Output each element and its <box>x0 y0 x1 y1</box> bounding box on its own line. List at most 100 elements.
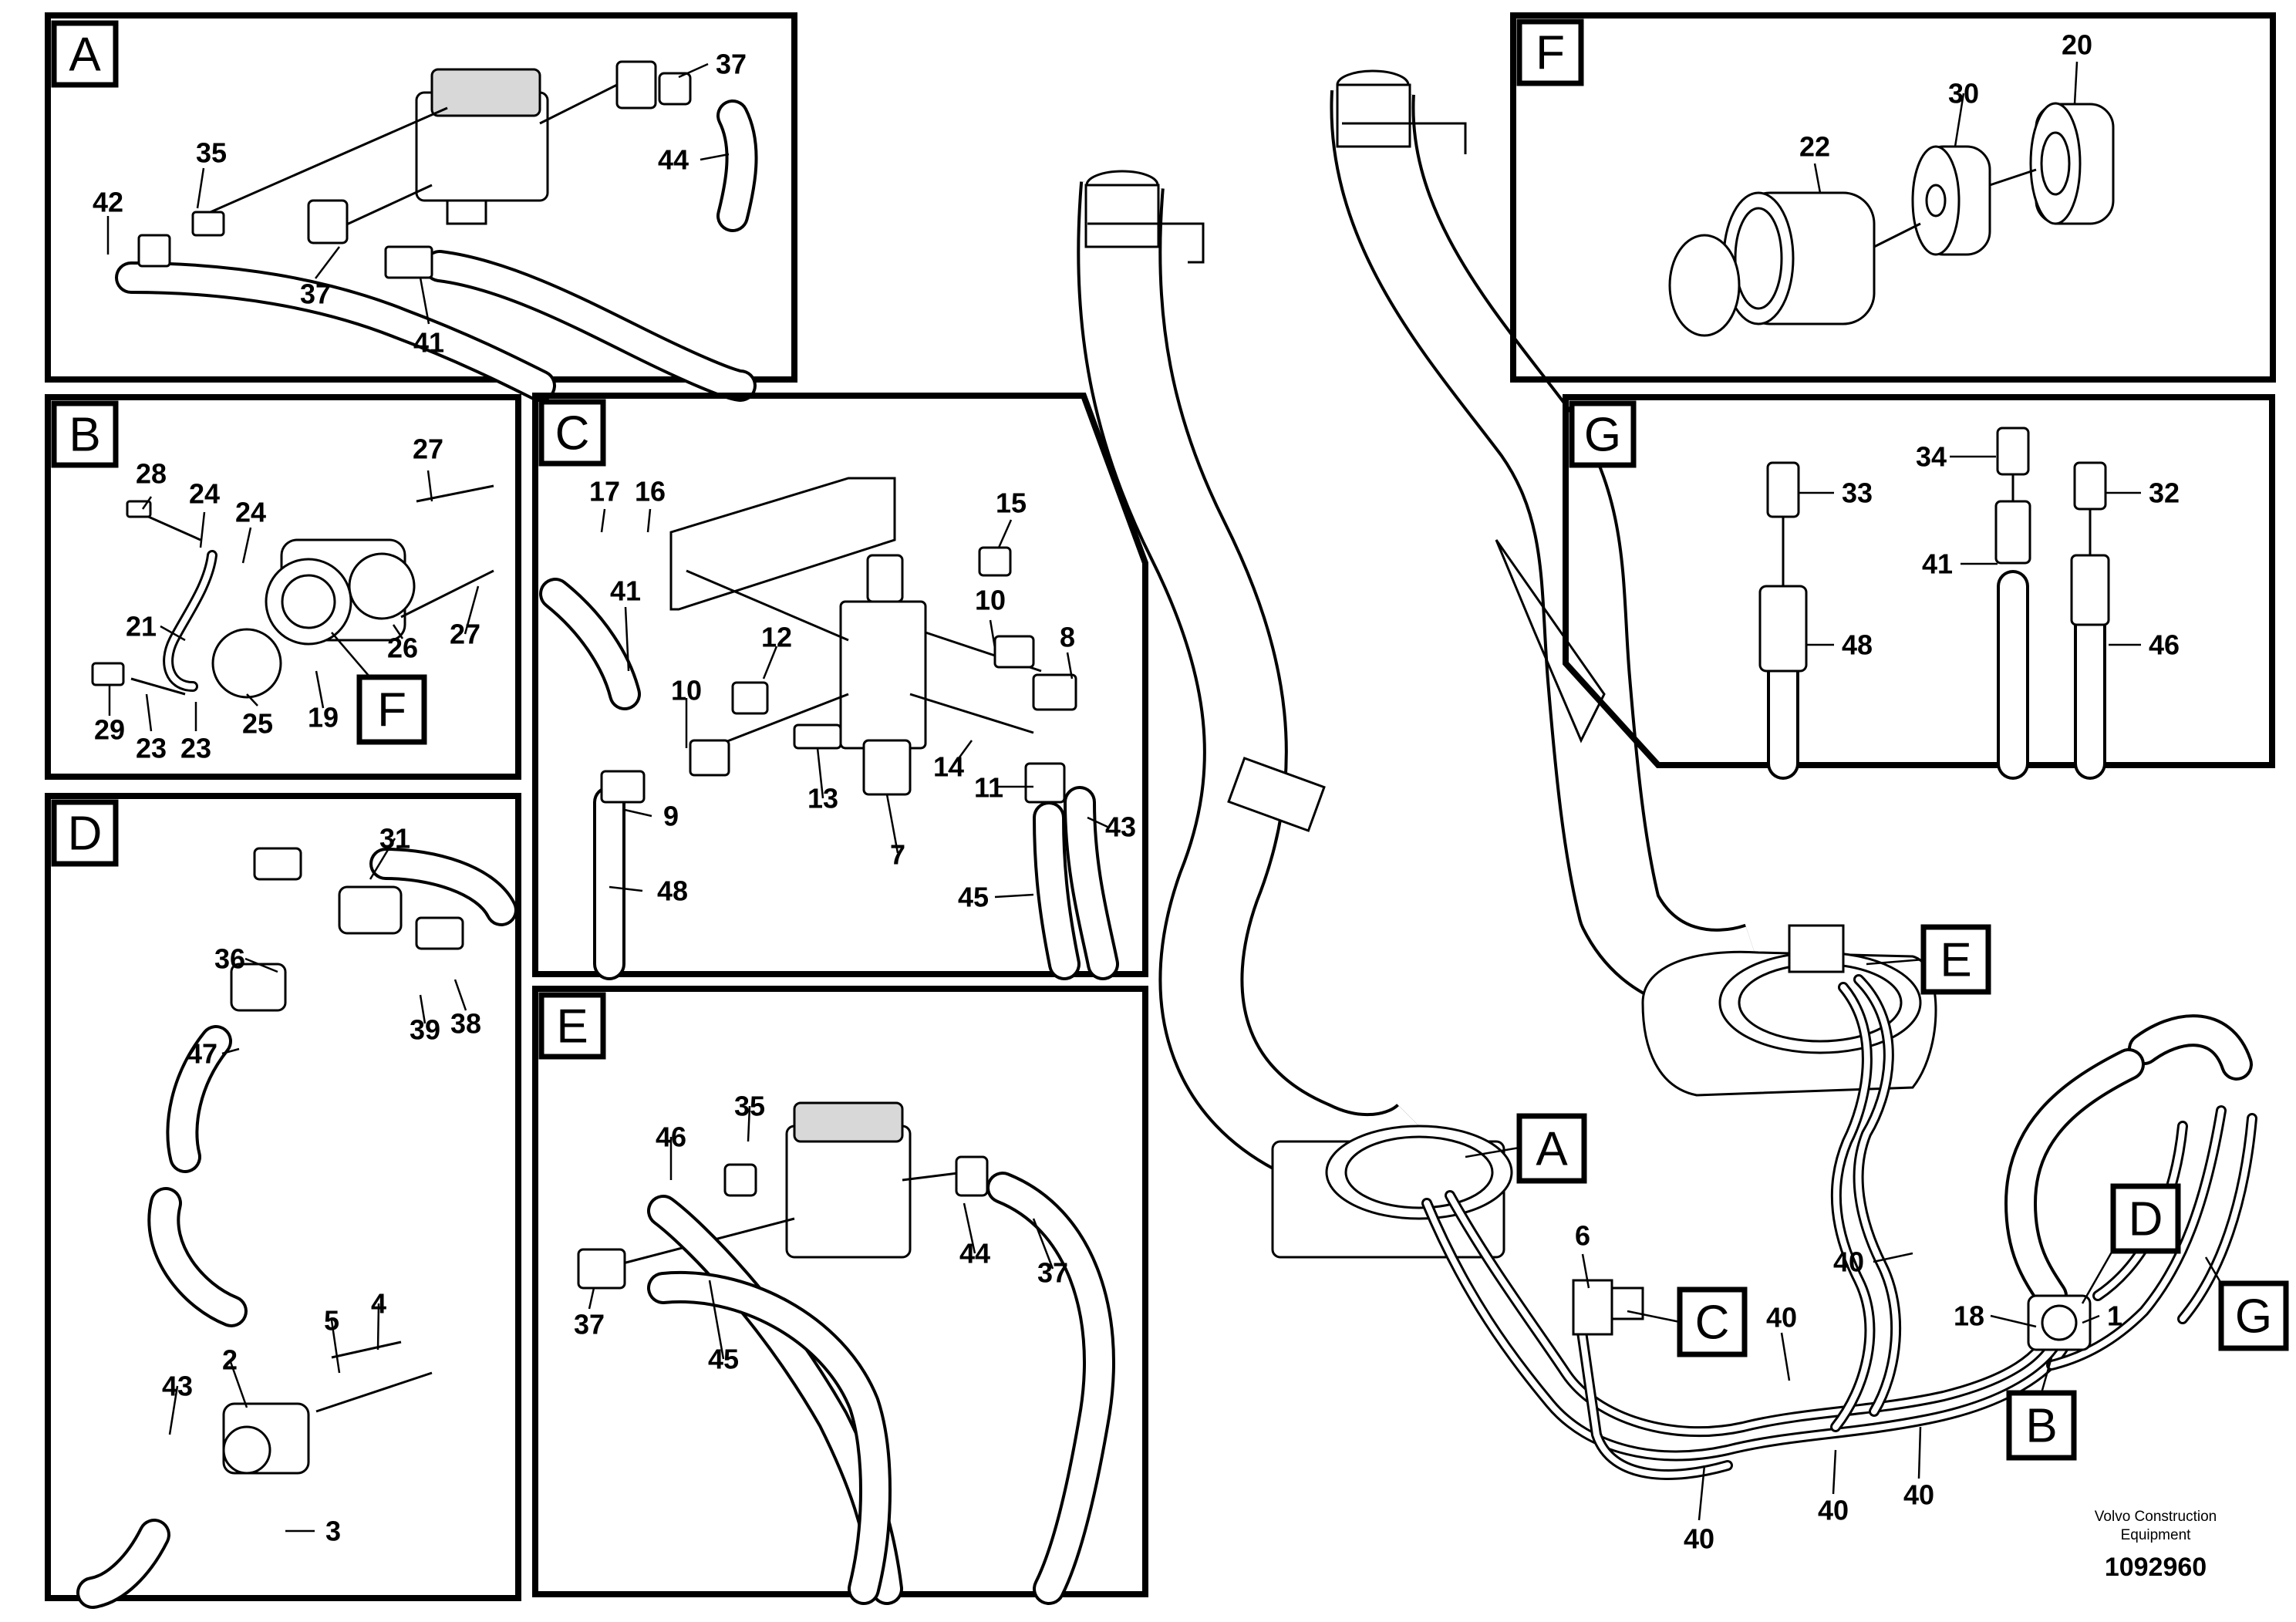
detail-tag-g-text: G <box>2235 1290 2272 1344</box>
callout-b-27-top: 27 <box>413 433 443 465</box>
callout-c-17: 17 <box>589 476 620 508</box>
panel-label-c-text: C <box>555 407 590 460</box>
callout-e-37-right: 44 <box>959 1238 990 1270</box>
panel-label-f-text: F <box>1536 27 1565 80</box>
callout-c-10-bottom: 10 <box>671 675 702 706</box>
callout-a-41: 41 <box>413 327 444 359</box>
callout-b-24-b: 24 <box>235 497 266 528</box>
panel-label-b: B <box>51 400 119 468</box>
drawing-number: 1092960 <box>2105 1553 2207 1582</box>
callout-a-42: 42 <box>93 187 123 218</box>
callout-d-43: 43 <box>162 1371 193 1402</box>
panel-label-a: A <box>51 20 119 88</box>
panel-label-c: C <box>538 399 606 467</box>
detail-tag-c: C <box>1677 1286 1748 1357</box>
callout-d-38: 38 <box>450 1008 481 1040</box>
callout-d-5: 5 <box>324 1305 339 1337</box>
leader-lines <box>106 61 2223 1533</box>
callout-e-37-left: 37 <box>574 1309 605 1340</box>
panel-f <box>1510 12 2276 383</box>
panel-label-b-text: B <box>69 409 100 462</box>
panel-g <box>1563 394 2275 768</box>
detail-tag-a-text: A <box>1536 1123 1568 1176</box>
callout-e-44: 37 <box>1037 1257 1068 1289</box>
callout-c-41: 41 <box>610 575 641 607</box>
callout-c-43: 43 <box>1105 811 1136 843</box>
callout-b-23-b: 23 <box>180 733 211 764</box>
callout-d-4: 4 <box>371 1288 386 1320</box>
panel-label-e-text: E <box>556 1000 588 1054</box>
callout-b-29: 29 <box>94 714 125 746</box>
callout-g-46: 46 <box>2149 629 2180 661</box>
panel-d <box>45 793 521 1609</box>
callout-d-31: 31 <box>379 823 410 855</box>
callout-b-24-a: 24 <box>189 478 220 510</box>
callout-g-48: 48 <box>1842 629 1873 661</box>
panel-label-f: F <box>1516 19 1584 86</box>
callout-c-16: 16 <box>635 476 666 508</box>
panel-e <box>532 986 1148 1605</box>
callout-b-19: 19 <box>308 702 339 733</box>
panel-a <box>45 12 797 402</box>
detail-tag-d: D <box>2110 1183 2181 1254</box>
panel-label-d: D <box>51 799 119 867</box>
panel-label-g: G <box>1569 400 1637 468</box>
callout-c-9: 9 <box>663 801 679 832</box>
callout-d-39: 39 <box>410 1014 440 1046</box>
main-assembly-illustration <box>1077 69 2257 1480</box>
panel-c <box>532 393 1148 977</box>
callout-c-11: 11 <box>974 772 1003 804</box>
callout-c-48: 48 <box>657 875 688 907</box>
callout-g-41: 41 <box>1922 548 1953 580</box>
panel-c-parts <box>539 477 1119 980</box>
detail-tag-b: B <box>2006 1390 2077 1461</box>
callout-c-45: 45 <box>958 882 989 913</box>
callout-d-36: 36 <box>214 943 245 975</box>
callout-b-28: 28 <box>136 458 167 490</box>
callout-c-7: 7 <box>890 839 905 871</box>
detail-tag-b-text: B <box>2025 1400 2057 1453</box>
panel-b <box>45 394 521 780</box>
callout-c-15: 15 <box>996 487 1027 519</box>
detail-tag-e-text: E <box>1940 934 1971 987</box>
detail-tag-f-text: F <box>377 684 406 737</box>
callout-f-30: 30 <box>1948 78 1979 110</box>
callout-c-14: 14 <box>933 751 964 783</box>
callout-a-37-bottom: 37 <box>300 278 331 310</box>
credit-line-1: Volvo Construction <box>2095 1509 2217 1525</box>
callout-main-1: 1 <box>2107 1300 2122 1332</box>
callout-b-26: 26 <box>387 632 418 664</box>
callout-d-2: 2 <box>222 1344 238 1376</box>
callout-main-6: 6 <box>1575 1220 1590 1252</box>
credit-line-2: Equipment <box>2121 1527 2192 1543</box>
panel-label-d-text: D <box>68 808 103 861</box>
callout-main-40-a: 40 <box>1833 1246 1864 1278</box>
callout-g-32: 32 <box>2149 477 2180 509</box>
panel-label-g-text: G <box>1584 409 1621 462</box>
callout-d-47: 47 <box>187 1038 217 1070</box>
callout-g-34: 34 <box>1916 441 1947 473</box>
panel-label-a-text: A <box>69 29 101 82</box>
callout-main-40-c: 40 <box>1684 1523 1714 1555</box>
detail-tag-c-text: C <box>1695 1297 1730 1350</box>
callout-a-44: 44 <box>658 144 689 176</box>
detail-tag-a: A <box>1516 1113 1587 1184</box>
panel-g-parts <box>1758 427 2110 780</box>
callout-e-45: 45 <box>708 1344 739 1375</box>
callout-c-12: 12 <box>761 622 792 653</box>
callout-d-3: 3 <box>325 1516 341 1547</box>
detail-tag-g: G <box>2218 1280 2289 1351</box>
callout-e-35: 35 <box>734 1091 765 1122</box>
callout-g-33: 33 <box>1842 477 1873 509</box>
detail-tag-e: E <box>1920 924 1991 995</box>
callout-b-25: 25 <box>242 708 273 740</box>
callout-e-46: 46 <box>656 1121 686 1153</box>
callout-c-13: 13 <box>807 783 838 814</box>
callout-f-20: 20 <box>2062 29 2092 61</box>
panel-label-e: E <box>538 992 606 1060</box>
callout-a-37-top: 37 <box>716 49 747 80</box>
detail-tag-d-text: D <box>2129 1193 2163 1246</box>
callout-a-35: 35 <box>196 137 227 169</box>
detail-tag-f-in-b: F <box>356 674 427 745</box>
